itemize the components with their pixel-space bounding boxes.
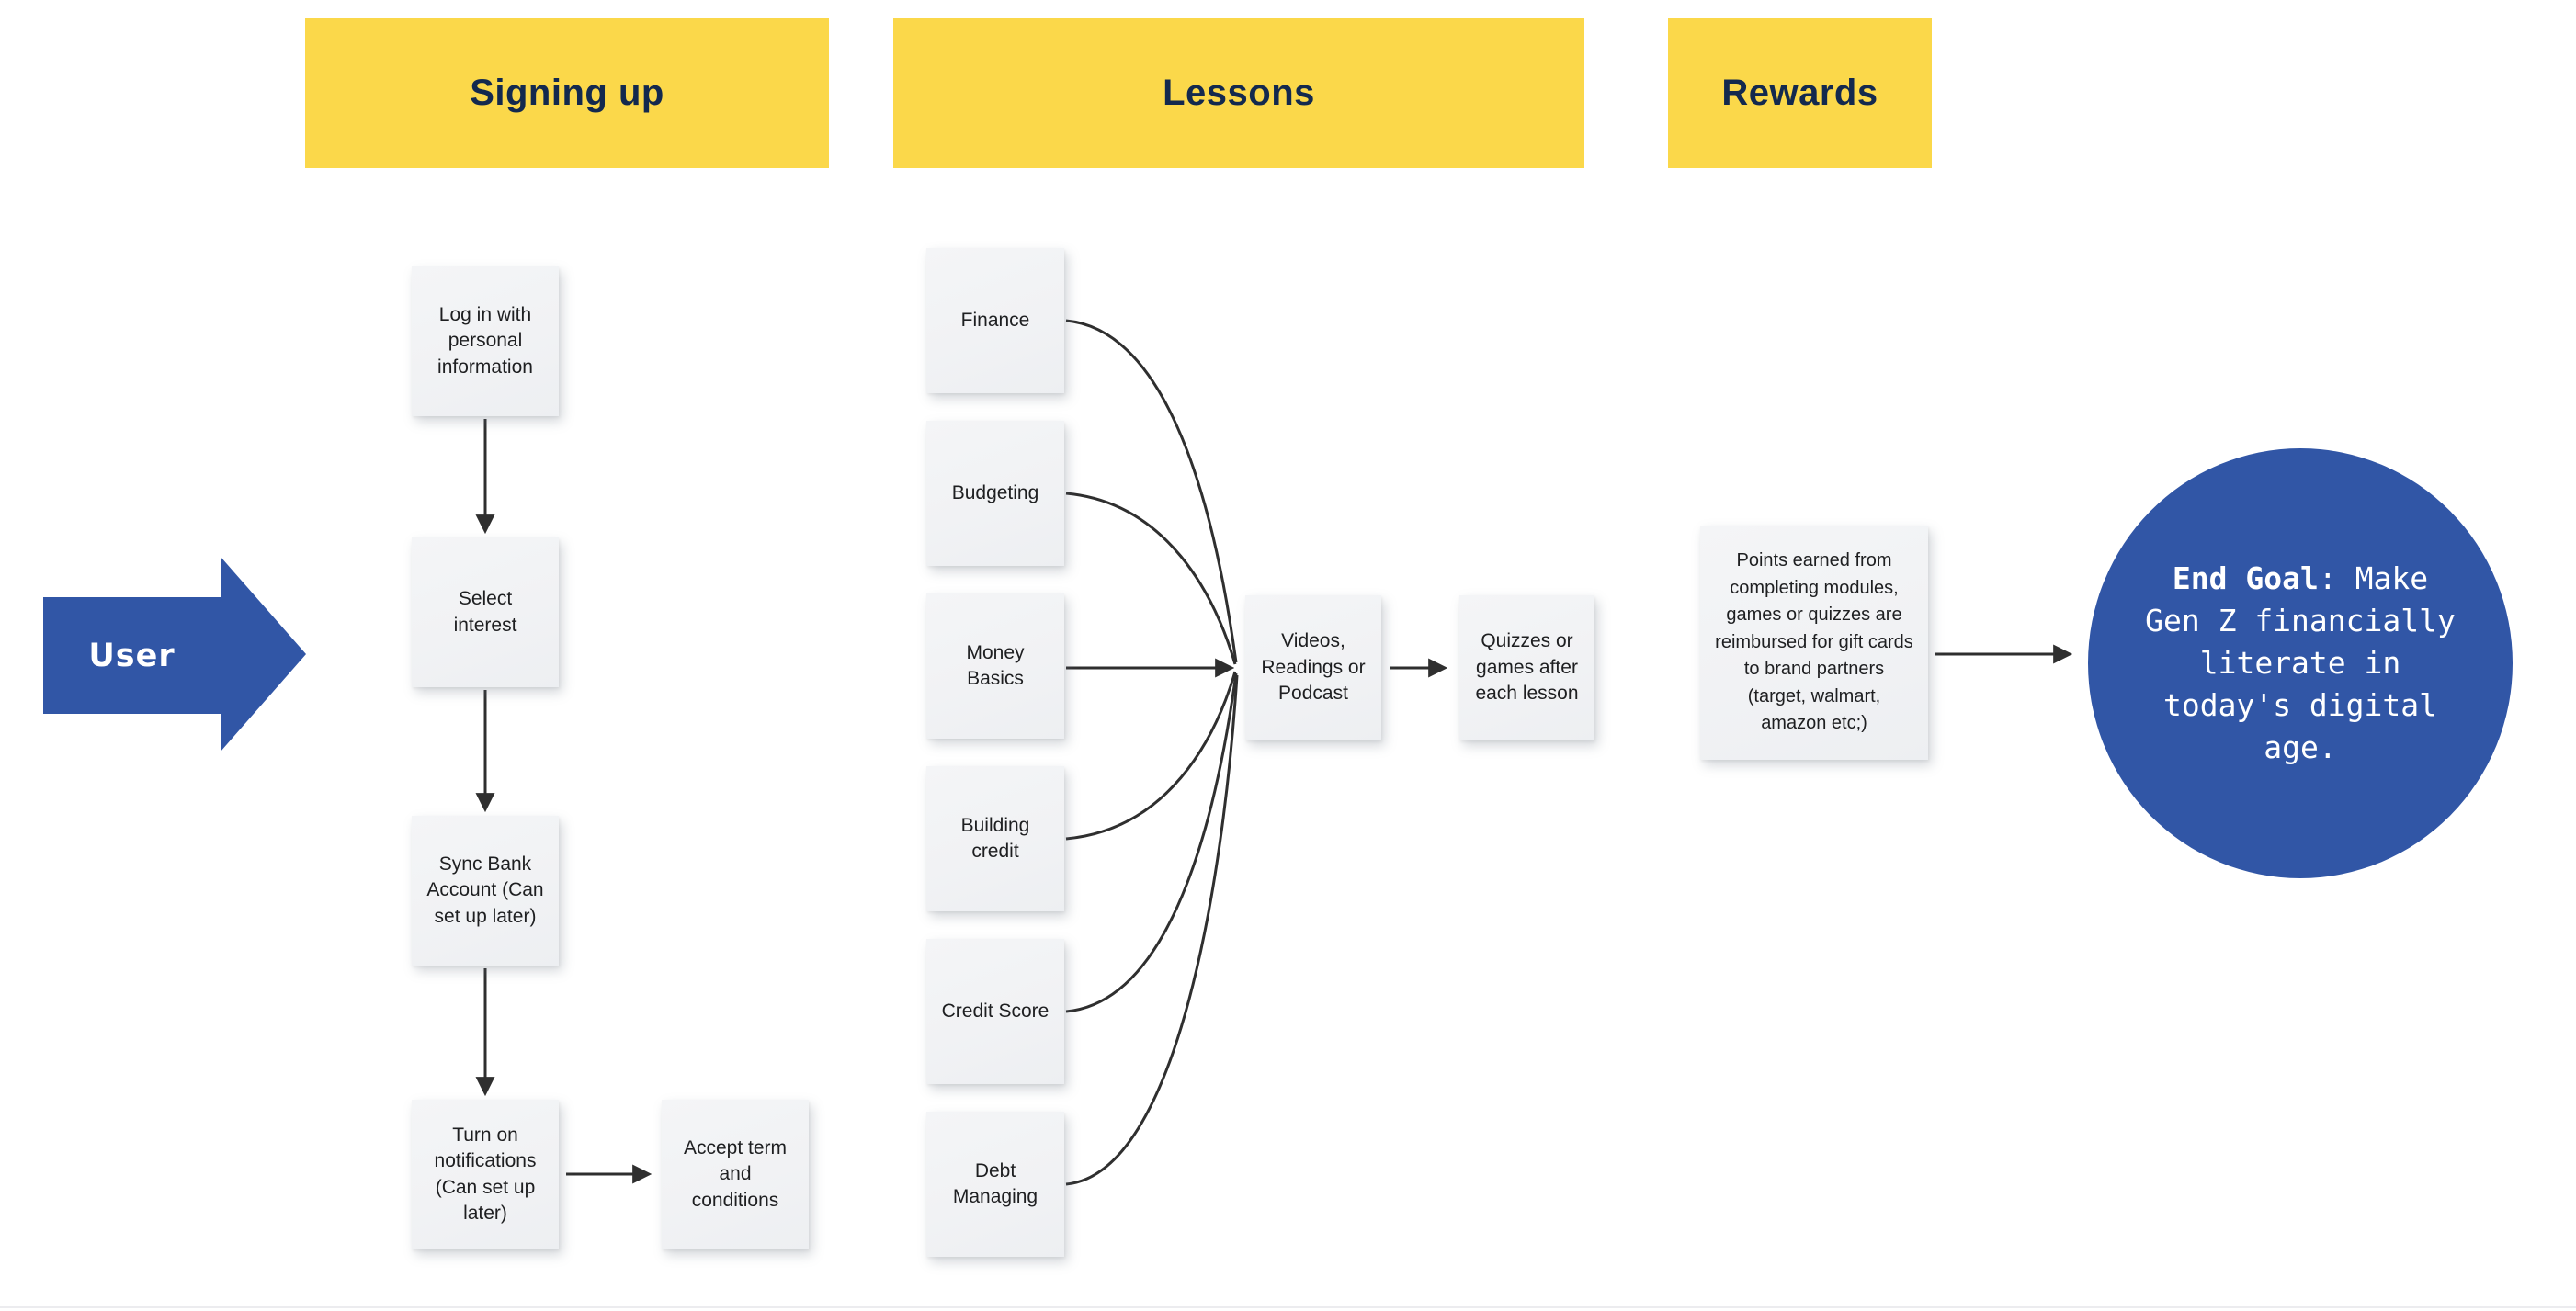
section-header-signing-up[interactable]: Signing up — [305, 18, 829, 168]
sticky-rewards-note[interactable]: Points earned from completing modules, g… — [1700, 526, 1928, 760]
user-arrow-shape[interactable]: User — [43, 557, 306, 752]
sticky-delivery[interactable]: Videos, Readings or Podcast — [1245, 595, 1381, 740]
right-arrow-icon — [43, 557, 306, 752]
sticky-credit-score[interactable]: Credit Score — [926, 939, 1064, 1084]
sticky-accept-terms[interactable]: Accept term and conditions — [662, 1100, 809, 1249]
section-header-rewards-label: Rewards — [1721, 73, 1878, 113]
sticky-rewards-note-label: Points earned from completing modules, g… — [1715, 549, 1913, 734]
sticky-money-basics[interactable]: Money Basics — [926, 593, 1064, 739]
sticky-notifications-label: Turn on notifications (Can set up later) — [434, 1124, 537, 1224]
sticky-login-label: Log in with personal information — [437, 303, 533, 378]
sticky-money-basics-label: Money Basics — [966, 641, 1025, 689]
section-header-lessons-label: Lessons — [1163, 73, 1315, 113]
end-goal-rest-label: : Make Gen Z financially literate in tod… — [2145, 559, 2456, 766]
sticky-sync-bank-label: Sync Bank Account (Can set up later) — [426, 853, 544, 927]
sticky-budgeting[interactable]: Budgeting — [926, 421, 1064, 566]
user-arrow-label: User — [88, 637, 176, 674]
sticky-building-credit-label: Building credit — [960, 814, 1030, 862]
sticky-building-credit[interactable]: Building credit — [926, 766, 1064, 911]
sticky-finance[interactable]: Finance — [926, 248, 1064, 393]
sticky-notifications[interactable]: Turn on notifications (Can set up later) — [412, 1100, 559, 1249]
connector-building-credit[interactable] — [1065, 671, 1237, 841]
canvas-bottom-border — [0, 1306, 2576, 1308]
end-goal-text: End Goal: Make Gen Z financially literat… — [2142, 558, 2459, 770]
section-header-signing-up-label: Signing up — [470, 73, 664, 113]
sticky-finance-label: Finance — [960, 309, 1030, 331]
sticky-sync-bank[interactable]: Sync Bank Account (Can set up later) — [412, 816, 559, 966]
end-goal-bold-label: End Goal — [2172, 559, 2319, 596]
connector-budgeting[interactable] — [1065, 492, 1237, 665]
sticky-budgeting-label: Budgeting — [951, 481, 1039, 503]
connector-debt-managing[interactable] — [1065, 674, 1239, 1186]
sticky-login[interactable]: Log in with personal information — [412, 266, 559, 416]
sticky-delivery-label: Videos, Readings or Podcast — [1261, 630, 1366, 705]
sticky-credit-score-label: Credit Score — [941, 1000, 1050, 1022]
sticky-select-interest[interactable]: Select interest — [412, 537, 559, 687]
section-header-lessons[interactable]: Lessons — [893, 18, 1584, 168]
sticky-accept-terms-label: Accept term and conditions — [683, 1136, 788, 1211]
sticky-debt-managing[interactable]: Debt Managing — [926, 1112, 1064, 1257]
connector-finance[interactable] — [1065, 319, 1238, 663]
sticky-select-interest-label: Select interest — [453, 588, 517, 636]
section-header-rewards[interactable]: Rewards — [1668, 18, 1932, 168]
sticky-debt-managing-label: Debt Managing — [952, 1159, 1038, 1207]
end-goal-circle[interactable]: End Goal: Make Gen Z financially literat… — [2088, 448, 2513, 878]
connector-credit-score[interactable] — [1065, 672, 1238, 1013]
sticky-assessment-label: Quizzes or games after each lesson — [1475, 630, 1579, 705]
sticky-assessment[interactable]: Quizzes or games after each lesson — [1459, 595, 1594, 740]
